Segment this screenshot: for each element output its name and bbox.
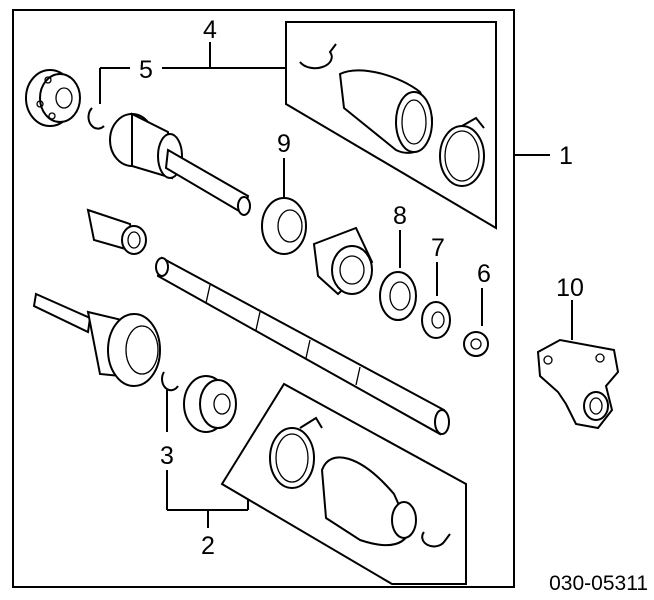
assembly-frame: [12, 9, 515, 588]
callout-4: 4: [203, 16, 217, 44]
lower-boot-part: [269, 416, 451, 548]
sleeve-part: [86, 208, 147, 255]
outboard-joint-part: [32, 292, 161, 387]
inner-joint-race-part: [25, 69, 81, 127]
callout-5: 5: [139, 56, 153, 84]
bracket-10-part: [536, 338, 620, 430]
callout-10: 10: [556, 274, 584, 302]
ring-6-part: [463, 331, 489, 357]
snap-ring-3-part: [161, 371, 179, 392]
lower-inner-race-part: [183, 375, 237, 433]
callout-7: 7: [431, 234, 445, 262]
ring-7-part: [421, 301, 451, 339]
diagram-code: 030-05311: [549, 572, 648, 595]
bearing-9-part: [261, 197, 307, 255]
callout-8: 8: [393, 202, 407, 230]
outer-joint-housing-part: [109, 112, 251, 216]
upper-boot-kit-box: [285, 21, 497, 230]
callout-3: 3: [160, 442, 174, 470]
callout-2: 2: [201, 532, 215, 560]
ring-8-part: [379, 271, 417, 321]
bearing-housing-part: [312, 226, 374, 296]
lower-boot-kit-box: [220, 382, 467, 585]
callout-1: 1: [559, 142, 573, 170]
drive-shaft-part: [155, 256, 450, 436]
callout-6: 6: [477, 260, 491, 288]
snap-ring-part: [87, 107, 105, 130]
callout-9: 9: [277, 130, 291, 158]
upper-boot-part: [299, 43, 485, 187]
